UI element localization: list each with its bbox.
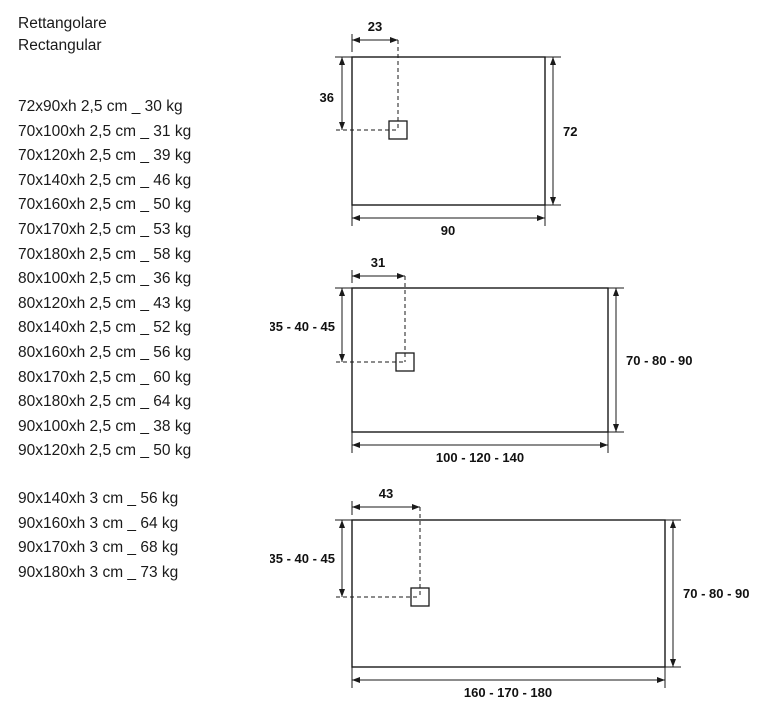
tray-outline: [351, 519, 666, 668]
title-english: Rectangular: [18, 37, 102, 54]
drain-square: [388, 120, 408, 140]
dim-label-drain-y: 35 - 40 - 45: [270, 551, 335, 566]
size-item: 70x180xh 2,5 cm _ 58 kg: [18, 245, 192, 263]
dim-label-drain-y: 35 - 40 - 45: [270, 319, 335, 334]
size-item: 70x100xh 2,5 cm _ 31 kg: [18, 122, 192, 140]
dim-label-height: 72: [563, 124, 577, 139]
drawings-svg: 23 36 72 90 31: [270, 19, 750, 700]
size-list-h25: 72x90xh 2,5 cm _ 30 kg 70x100xh 2,5 cm _…: [18, 95, 268, 464]
size-item: 90x100xh 2,5 cm _ 38 kg: [18, 417, 192, 435]
diagram-tray-100-140: 31 35 - 40 - 45 70 - 80 - 90 100 - 120 -…: [270, 255, 693, 465]
size-list-h3: 90x140xh 3 cm _ 56 kg 90x160xh 3 cm _ 64…: [18, 487, 268, 585]
dim-label-width: 160 - 170 - 180: [464, 685, 552, 700]
size-item: 80x100xh 2,5 cm _ 36 kg: [18, 270, 192, 288]
size-item: 70x120xh 2,5 cm _ 39 kg: [18, 147, 192, 165]
dim-label-drain-x: 23: [368, 19, 382, 34]
size-item: 72x90xh 2,5 cm _ 30 kg: [18, 98, 183, 115]
size-item: 80x140xh 2,5 cm _ 52 kg: [18, 319, 192, 337]
dim-label-drain-x: 43: [379, 486, 393, 501]
diagram-tray-160-180: 43 35 - 40 - 45 70 - 80 - 90 160 - 170 -…: [270, 486, 750, 700]
diagram-tray-90x72: 23 36 72 90: [320, 19, 578, 238]
size-item: 90x170xh 3 cm _ 68 kg: [18, 539, 179, 557]
size-item: 90x140xh 3 cm _ 56 kg: [18, 489, 179, 507]
technical-drawings: 23 36 72 90 31: [270, 0, 757, 716]
size-item: 90x160xh 3 cm _ 64 kg: [18, 514, 179, 532]
tray-outline: [351, 56, 546, 206]
dim-label-drain-y: 36: [320, 90, 334, 105]
dim-label-height: 70 - 80 - 90: [683, 586, 750, 601]
size-item: 90x120xh 2,5 cm _ 50 kg: [18, 442, 192, 460]
size-item: 90x180xh 3 cm _ 73 kg: [18, 563, 179, 581]
spec-panel: Rettangolare Rectangular 72x90xh 2,5 cm …: [18, 13, 268, 585]
size-item: 80x120xh 2,5 cm _ 43 kg: [18, 294, 192, 312]
dim-label-drain-x: 31: [371, 255, 385, 270]
dim-label-width: 90: [441, 223, 455, 238]
size-item: 80x170xh 2,5 cm _ 60 kg: [18, 368, 192, 386]
size-item: 70x170xh 2,5 cm _ 53 kg: [18, 220, 192, 238]
size-item: 70x160xh 2,5 cm _ 50 kg: [18, 196, 192, 214]
dim-label-width: 100 - 120 - 140: [436, 450, 524, 465]
dim-label-height: 70 - 80 - 90: [626, 353, 693, 368]
tray-outline: [351, 287, 609, 433]
size-item: 80x180xh 2,5 cm _ 64 kg: [18, 393, 192, 411]
size-item: 70x140xh 2,5 cm _ 46 kg: [18, 171, 192, 189]
title-italian: Rettangolare: [18, 15, 107, 32]
size-item: 80x160xh 2,5 cm _ 56 kg: [18, 343, 192, 361]
